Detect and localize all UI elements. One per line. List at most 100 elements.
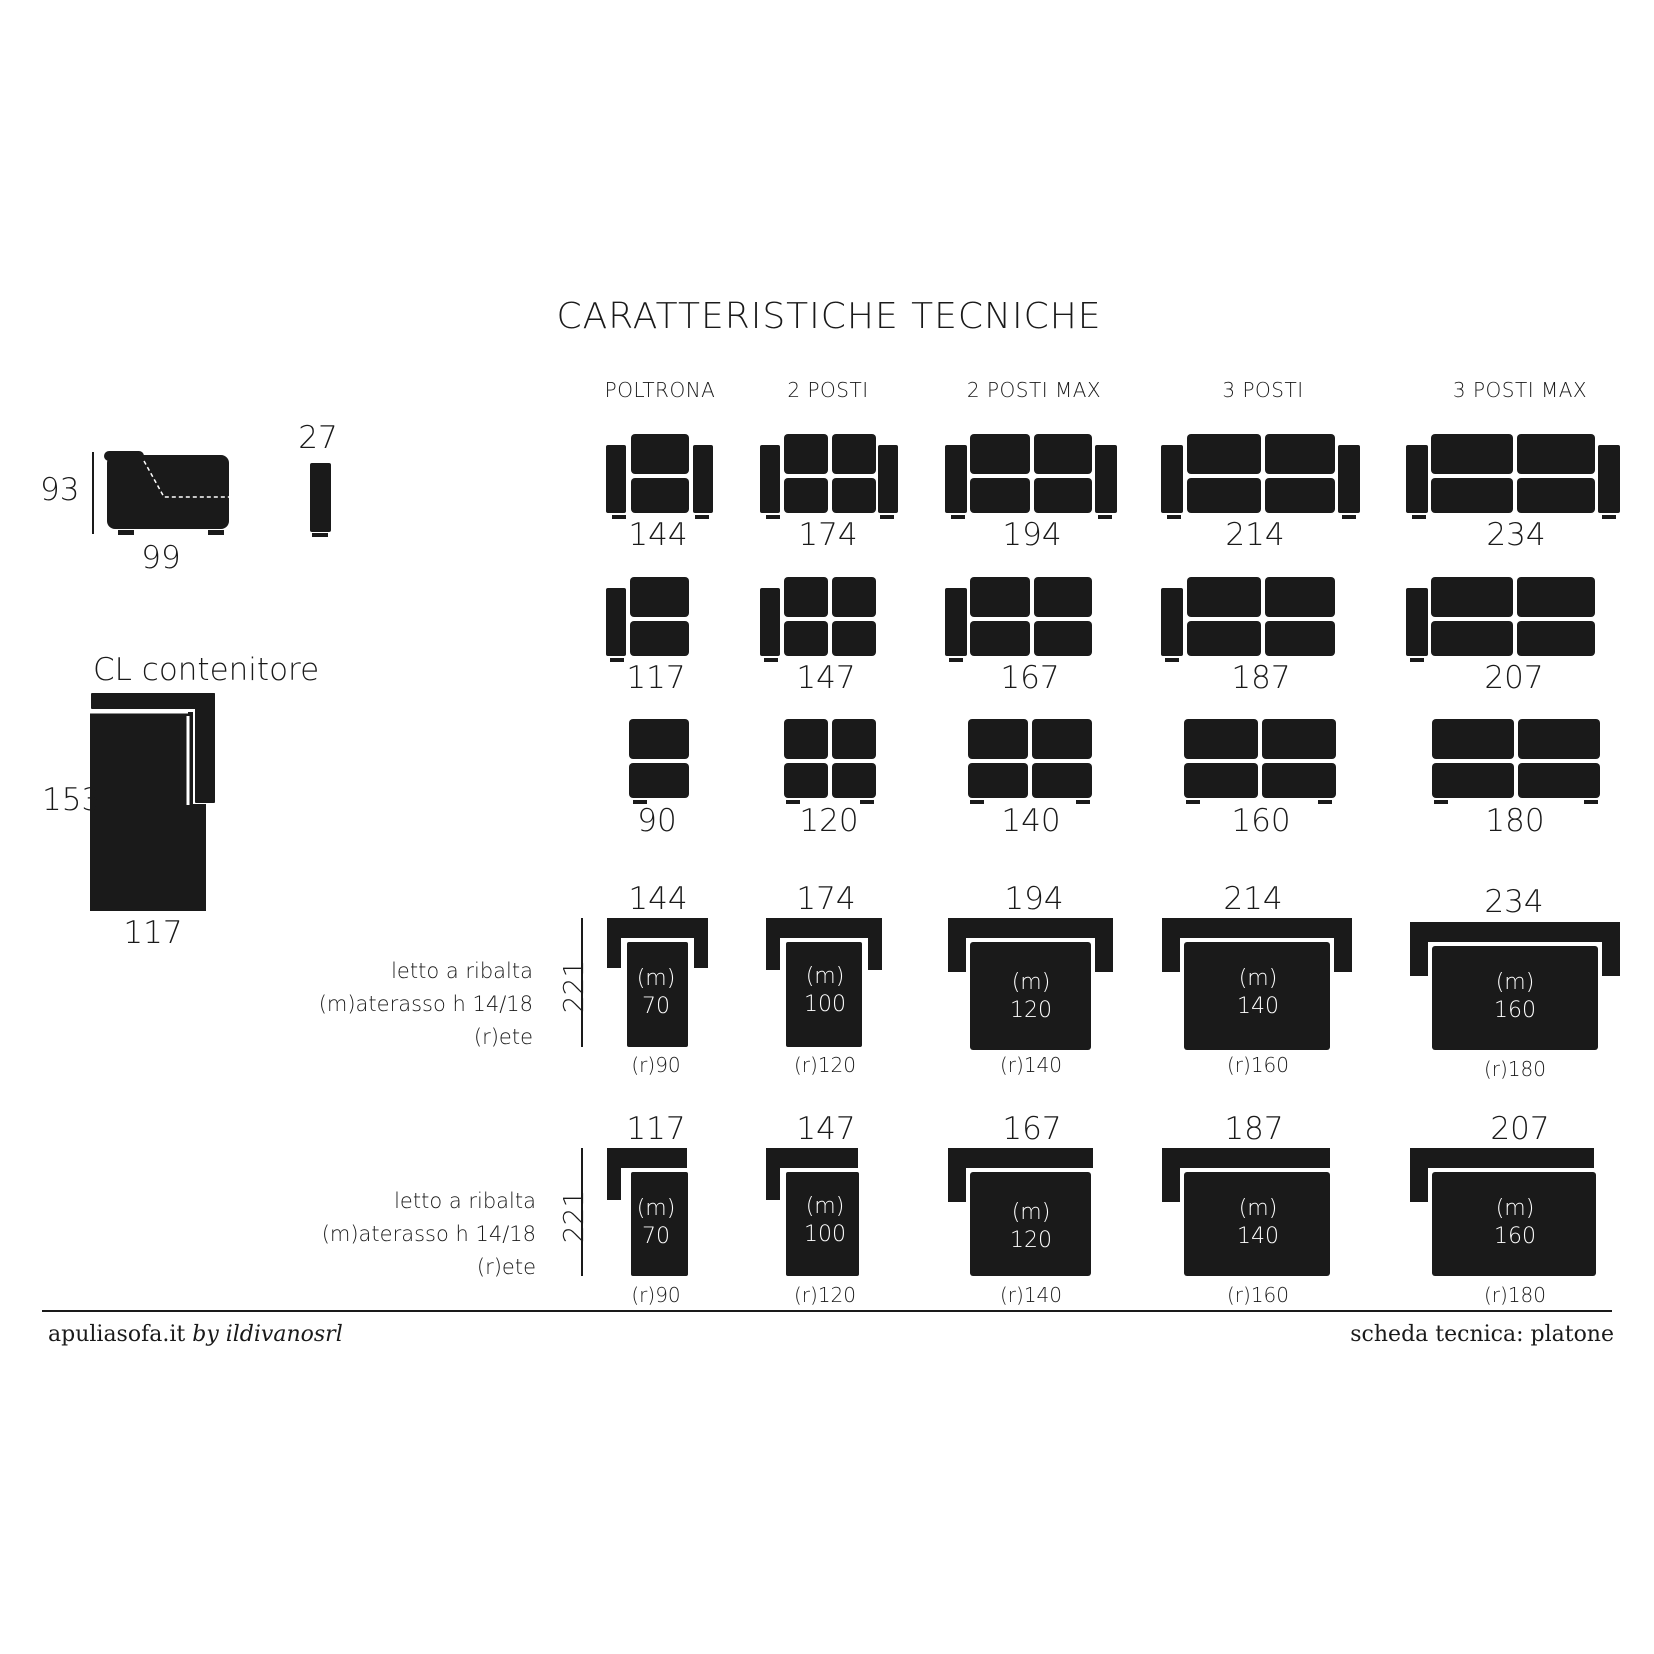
sofa-3-posti-max-row2	[1406, 577, 1595, 662]
sofa-2-posti-max-row1	[945, 434, 1117, 519]
width-label: 207	[1484, 660, 1544, 696]
column-header-3-posti-max: 3 POSTI MAX	[1452, 378, 1588, 402]
bed-width-label: 117	[626, 1111, 686, 1147]
width-label: 144	[628, 517, 688, 553]
bed-width-label: 144	[628, 881, 688, 917]
column-header-3-posti: 3 POSTI	[1222, 378, 1304, 402]
bed-width-label: 174	[796, 881, 856, 917]
width-label: 160	[1231, 803, 1291, 839]
sofa-poltrona-row2	[606, 577, 689, 662]
bed-width-label: 147	[796, 1111, 856, 1147]
bed-depth-label: 221	[557, 1189, 591, 1244]
bed-legend-line: (m)aterasso h 14/18	[318, 992, 533, 1016]
mattress-width: 140	[1237, 1224, 1279, 1249]
mattress-width: 160	[1494, 998, 1536, 1023]
rete-label: (r)160	[1226, 1283, 1290, 1307]
width-label: 140	[1001, 803, 1061, 839]
bed-legend-line: letto a ribalta	[391, 959, 533, 983]
bed-2-posti-max-row1	[948, 918, 1113, 1050]
bed-legend: letto a ribalta (m)aterasso h 14/18 (r)e…	[322, 1185, 536, 1284]
width-label: 90	[637, 803, 677, 839]
side-view-icon	[92, 451, 229, 535]
bed-legend: letto a ribalta (m)aterasso h 14/18 (r)e…	[319, 955, 533, 1054]
mattress-width: 100	[804, 992, 846, 1017]
footer-by: by ildivanosrl	[192, 1322, 343, 1347]
width-label: 214	[1225, 517, 1285, 553]
sofa-2-posti-row3	[784, 719, 876, 804]
mattress-code: (m)	[1238, 1196, 1278, 1221]
chaise-width-label: 117	[123, 915, 183, 951]
sofa-3-posti-row3	[1184, 719, 1336, 804]
arm-section-icon	[310, 463, 331, 537]
sofa-poltrona-row1	[606, 434, 713, 519]
width-label: 120	[799, 803, 859, 839]
arm-width-label: 27	[298, 420, 338, 456]
width-label: 117	[626, 660, 686, 696]
width-label: 234	[1486, 517, 1546, 553]
bed-3-posti-row2	[1162, 1148, 1330, 1276]
bed-width-label: 187	[1224, 1111, 1284, 1147]
chaise-title: CL contenitore	[93, 652, 320, 688]
mattress-code: (m)	[805, 964, 845, 989]
bed-3-posti-max-row2	[1410, 1148, 1596, 1276]
mattress-code: (m)	[1495, 1196, 1535, 1221]
rete-label: (r)120	[793, 1283, 857, 1307]
bed-width-label: 167	[1002, 1111, 1062, 1147]
width-label: 147	[796, 660, 856, 696]
sofa-3-posti-row1	[1161, 434, 1360, 519]
bed-2-posti-row2	[766, 1148, 859, 1276]
chaise-longue-icon	[90, 693, 215, 911]
bed-depth-label: 221	[557, 959, 591, 1014]
rete-label: (r)180	[1483, 1057, 1547, 1081]
column-header-2-posti: 2 POSTI	[787, 378, 869, 402]
bed-width-label: 194	[1004, 881, 1064, 917]
mattress-code: (m)	[636, 966, 676, 991]
footer-sheet: scheda tecnica: platone	[1350, 1322, 1614, 1347]
mattress-code: (m)	[1011, 970, 1051, 995]
bed-width-label: 207	[1490, 1111, 1550, 1147]
width-label: 187	[1231, 660, 1291, 696]
mattress-width: 120	[1010, 1228, 1052, 1253]
sofa-2-posti-row2	[760, 577, 876, 662]
column-header-2-posti-max: 2 POSTI MAX	[966, 378, 1102, 402]
width-label: 174	[798, 517, 858, 553]
rete-label: (r)90	[631, 1283, 681, 1307]
mattress-width: 70	[642, 994, 670, 1019]
width-label: 194	[1002, 517, 1062, 553]
bed-legend-line: letto a ribalta	[394, 1189, 536, 1213]
side-depth-label: 99	[141, 540, 181, 576]
sofa-2-posti-max-row2	[945, 577, 1092, 662]
rete-label: (r)140	[999, 1053, 1063, 1077]
side-height-label: 93	[40, 472, 80, 508]
sofa-2-posti-max-row3	[968, 719, 1092, 804]
footer-site: apuliasofa.it	[48, 1322, 186, 1347]
mattress-code: (m)	[1238, 966, 1278, 991]
mattress-width: 160	[1494, 1224, 1536, 1249]
bed-poltrona-row1	[607, 918, 708, 1047]
width-label: 180	[1485, 803, 1545, 839]
rete-label: (r)160	[1226, 1053, 1290, 1077]
mattress-width: 140	[1237, 994, 1279, 1019]
sofa-3-posti-max-row3	[1432, 719, 1600, 804]
mattress-width: 100	[804, 1222, 846, 1247]
sofa-2-posti-row1	[760, 434, 898, 519]
bed-2-posti-row1	[766, 918, 882, 1047]
mattress-code: (m)	[1011, 1200, 1051, 1225]
bed-3-posti-row1	[1162, 918, 1352, 1050]
bed-width-label: 234	[1484, 884, 1544, 920]
mattress-code: (m)	[636, 1196, 676, 1221]
mattress-width: 70	[642, 1224, 670, 1249]
mattress-width: 120	[1010, 998, 1052, 1023]
rete-label: (r)90	[631, 1053, 681, 1077]
bed-poltrona-row2	[607, 1148, 688, 1276]
bed-legend-line: (m)aterasso h 14/18	[321, 1222, 536, 1246]
sofa-3-posti-max-row1	[1406, 434, 1620, 519]
chaise-depth-label: 153	[42, 782, 102, 818]
bed-3-posti-max-row1	[1410, 922, 1620, 1050]
bed-legend-line: (r)ete	[473, 1025, 533, 1049]
bed-2-posti-max-row2	[948, 1148, 1093, 1276]
mattress-code: (m)	[1495, 970, 1535, 995]
column-header-poltrona: POLTRONA	[604, 378, 716, 402]
